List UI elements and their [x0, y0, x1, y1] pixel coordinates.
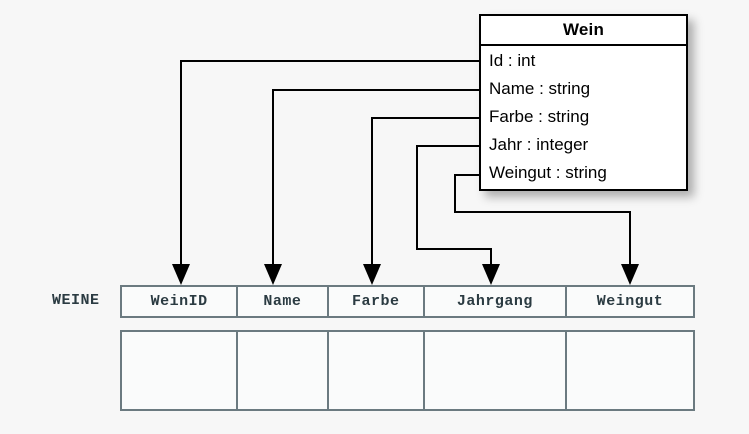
table-cell-weingut[interactable] [567, 332, 693, 409]
uml-attribute-jahr[interactable]: Jahr : integer [489, 135, 589, 154]
arrowhead-icon [363, 264, 381, 285]
table-row [120, 330, 695, 411]
table-header-name[interactable]: Name [238, 287, 329, 316]
arrowhead-icon [172, 264, 190, 285]
mapping-connector-name-to-name [264, 89, 480, 285]
uml-attribute-name[interactable]: Name : string [489, 79, 591, 98]
arrowhead-icon [264, 264, 282, 285]
table-cell-weinid[interactable] [122, 332, 239, 409]
table-cell-name[interactable] [238, 332, 329, 409]
table-header-row: WeinID Name Farbe Jahrgang Weingut [120, 285, 695, 318]
uml-attribute-id[interactable]: Id : int [489, 51, 536, 70]
uml-class-title: Wein [481, 16, 686, 46]
relational-table-weine: WeinID Name Farbe Jahrgang Weingut [120, 285, 695, 411]
uml-attribute-farbe[interactable]: Farbe : string [489, 107, 590, 126]
mapping-connector-farbe-to-farbe [363, 117, 480, 285]
mapping-connector-weingut-to-weingut [454, 174, 639, 285]
table-header-weinid[interactable]: WeinID [122, 287, 239, 316]
table-header-farbe[interactable]: Farbe [329, 287, 425, 316]
mapping-connector-id-to-weinid [172, 60, 480, 285]
uml-class-attribute-list: Id : int Name : string Farbe : string Ja… [481, 46, 686, 189]
table-cell-farbe[interactable] [329, 332, 425, 409]
arrowhead-icon [621, 264, 639, 285]
table-cell-jahrgang[interactable] [425, 332, 567, 409]
arrowhead-icon [482, 264, 500, 285]
table-header-jahrgang[interactable]: Jahrgang [425, 287, 567, 316]
uml-class-box-wein[interactable]: Wein Id : int Name : string Farbe : stri… [479, 14, 688, 191]
uml-attribute-weingut[interactable]: Weingut : string [489, 163, 607, 182]
table-header-weingut[interactable]: Weingut [596, 293, 664, 310]
relational-table-name: WEINE [52, 292, 100, 309]
